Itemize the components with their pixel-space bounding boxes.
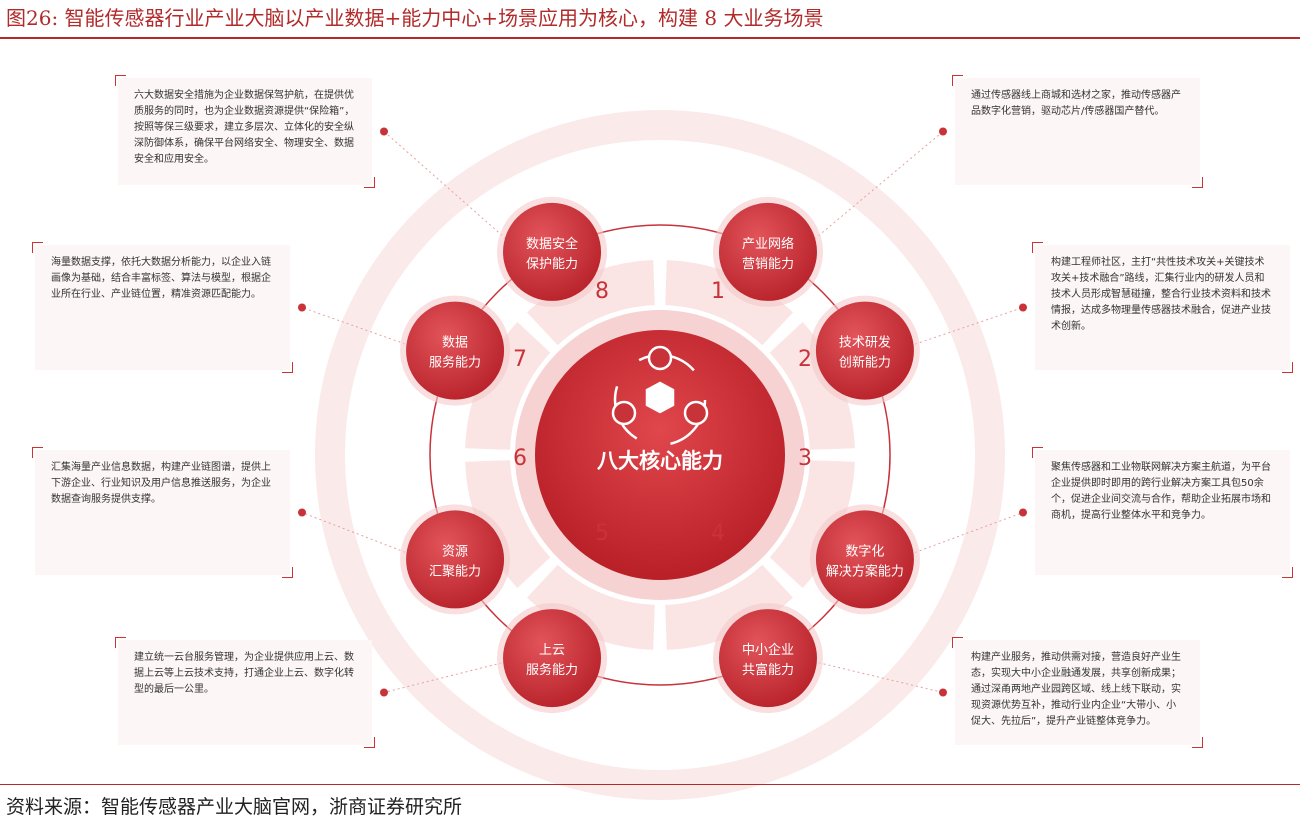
- sector-number: 7: [513, 347, 527, 372]
- sector-segment: [665, 260, 793, 346]
- capability-name-line2: 服务能力: [526, 662, 578, 678]
- sector-number: 1: [711, 279, 725, 304]
- capability-description: 六大数据安全措施为企业数据保驾护航，在提供优质服务的同时，也为企业数据资源提供“…: [115, 75, 375, 188]
- capability-description: 构建工程师社区，主打“共性技术攻关+关键技术攻关+技术融合”路线，汇集行业内的研…: [1032, 242, 1293, 373]
- capability-description: 聚焦传感器和工业物联网解决方案主航道，为平台企业提供即时即用的跨行业解决方案工具…: [1032, 447, 1293, 578]
- capability-node: [503, 202, 602, 301]
- sector-number: 8: [595, 279, 609, 304]
- capability-description: 通过传感器线上商城和选材之家，推动传感器产品数字化营销，驱动芯片/传感器国产替代…: [952, 75, 1203, 188]
- capability-description: 海量数据支撑，依托大数据分析能力，以企业入链画像为基础，结合丰富标签、算法与模型…: [32, 242, 293, 373]
- connector-dot: [298, 303, 306, 312]
- capability-name-line2: 保护能力: [526, 257, 578, 272]
- connector-dot: [380, 688, 388, 697]
- capability-node: [503, 609, 602, 708]
- capability-node: [815, 301, 914, 400]
- sector-number: 5: [595, 521, 609, 546]
- capability-name-line2: 解决方案能力: [826, 563, 904, 579]
- figure-title: 图26: 智能传感器行业产业大脑以产业数据+能力中心+场景应用为核心，构建 8 …: [6, 6, 824, 30]
- capability-name-line2: 共富能力: [742, 662, 794, 678]
- capability-node: [815, 510, 914, 609]
- sector-segment: [769, 460, 855, 588]
- capability-node: [718, 202, 817, 301]
- capability-node: [406, 510, 505, 609]
- connector-dot: [939, 127, 947, 136]
- capability-name-line1: 上云: [539, 643, 565, 658]
- capability-name-line1: 数据安全: [526, 236, 578, 252]
- connector-line: [895, 307, 1024, 352]
- capability-name-line1: 技术研发: [839, 335, 891, 351]
- sector-number: 6: [513, 446, 527, 471]
- capability-name-line2: 创新能力: [839, 355, 891, 371]
- center-label: 八大核心能力: [597, 449, 723, 473]
- sector-segment: [665, 564, 793, 650]
- connector-line: [383, 657, 521, 693]
- capability-description: 建立统一云台服务管理，为企业提供应用上云、数据上云等上云技术支持，打通企业上云、…: [115, 637, 375, 748]
- capability-name-line2: 营销能力: [742, 257, 794, 272]
- connector-line: [383, 131, 522, 253]
- sector-segment: [527, 260, 655, 346]
- sector-number: 3: [798, 446, 812, 471]
- capability-name-line1: 资源: [442, 544, 468, 559]
- sector-segment: [465, 460, 551, 588]
- sector-segment: [465, 322, 551, 450]
- connector-dot: [1019, 508, 1027, 517]
- orbit-ring: [429, 224, 891, 686]
- outer-halo: [315, 110, 1005, 800]
- network-icon: [611, 345, 709, 447]
- footer-divider: [0, 784, 1300, 785]
- connector-dot: [1019, 303, 1027, 312]
- title-divider: [0, 37, 1300, 39]
- capability-description: 构建产业服务，推动供需对接，营造良好产业生态，实现大中小企业融通发展，共享创新成…: [952, 637, 1203, 748]
- sector-segment: [527, 564, 655, 650]
- source-note: 资料来源：智能传感器产业大脑官网，浙商证券研究所: [6, 796, 463, 818]
- connector-dot: [380, 127, 388, 136]
- center-circle: [535, 330, 785, 580]
- connector-dot: [298, 508, 306, 517]
- connector-dot: [939, 688, 947, 697]
- sector-number: 4: [711, 521, 725, 546]
- capability-name-line1: 数据: [442, 336, 468, 351]
- sector-number: 2: [798, 347, 812, 372]
- capability-node: [406, 301, 505, 400]
- capability-node: [718, 609, 817, 708]
- capability-name-line1: 中小企业: [742, 642, 794, 658]
- capability-name-line2: 服务能力: [429, 355, 481, 371]
- capability-name-line1: 数字化: [845, 544, 884, 559]
- connector-line: [798, 131, 944, 253]
- capability-name-line1: 产业网络: [742, 236, 794, 252]
- capability-name-line2: 汇聚能力: [429, 564, 481, 579]
- capability-description: 汇集海量产业信息数据，构建产业链图谱，提供上下游企业、行业知识及用户信息推送服务…: [32, 447, 293, 578]
- sector-segment: [769, 322, 855, 450]
